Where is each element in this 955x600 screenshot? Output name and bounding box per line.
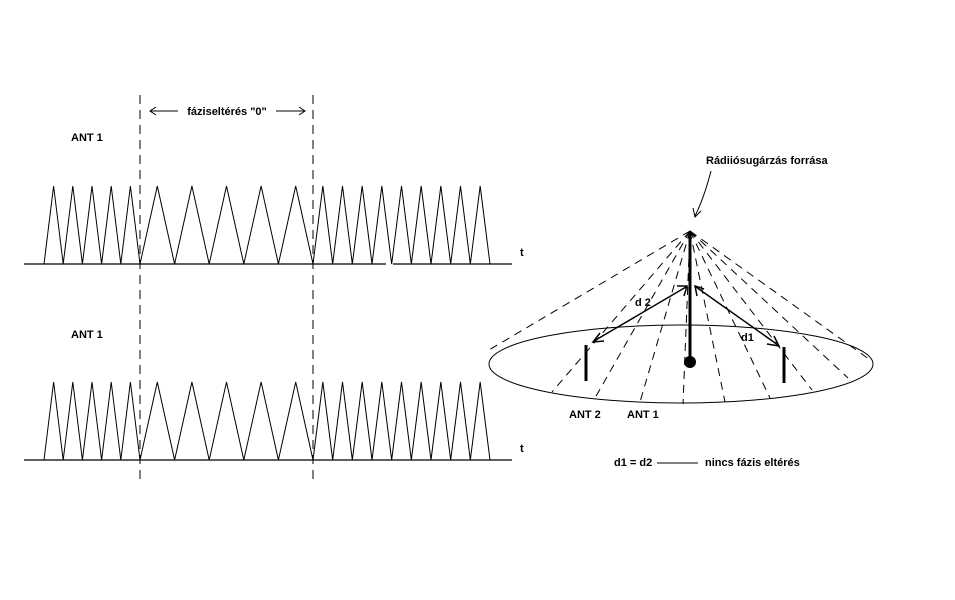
cone-ray xyxy=(594,230,691,399)
source-arrow xyxy=(692,170,712,218)
source-label: Rádiiósugárzás forrása xyxy=(706,155,829,167)
no-phase-label: nincs fázis eltérés xyxy=(705,457,800,469)
ground-ellipse xyxy=(488,324,874,404)
cone-ray xyxy=(689,230,874,363)
phase-label: fáziseltérés "0" xyxy=(187,106,267,118)
ant2-label: ANT 2 xyxy=(569,409,601,421)
bottom-signal-label: ANT 1 xyxy=(71,329,103,341)
cone-ray xyxy=(488,230,691,351)
top-axis-label: t xyxy=(520,247,524,259)
cone-ray xyxy=(689,230,813,391)
distance-d2-arrow xyxy=(591,285,689,343)
distance-d1-arrow xyxy=(694,284,781,347)
d1-label: d1 xyxy=(741,332,754,344)
bottom-axis-label: t xyxy=(520,443,524,455)
cone-ray xyxy=(551,230,691,393)
ant1-label: ANT 1 xyxy=(627,409,659,421)
cone-ray xyxy=(639,230,691,403)
top-signal-label: ANT 1 xyxy=(71,132,103,144)
equation-label: d1 = d2 xyxy=(614,457,652,469)
top-waveform xyxy=(43,185,491,265)
phase-arrow xyxy=(149,106,306,116)
cone-ray xyxy=(689,230,849,379)
source-base-dot xyxy=(684,356,696,368)
cone-rays xyxy=(488,230,874,405)
bottom-waveform xyxy=(43,381,491,461)
cone-ray xyxy=(689,230,726,403)
d2-label: d 2 xyxy=(635,297,651,309)
cone-ray xyxy=(689,230,771,399)
